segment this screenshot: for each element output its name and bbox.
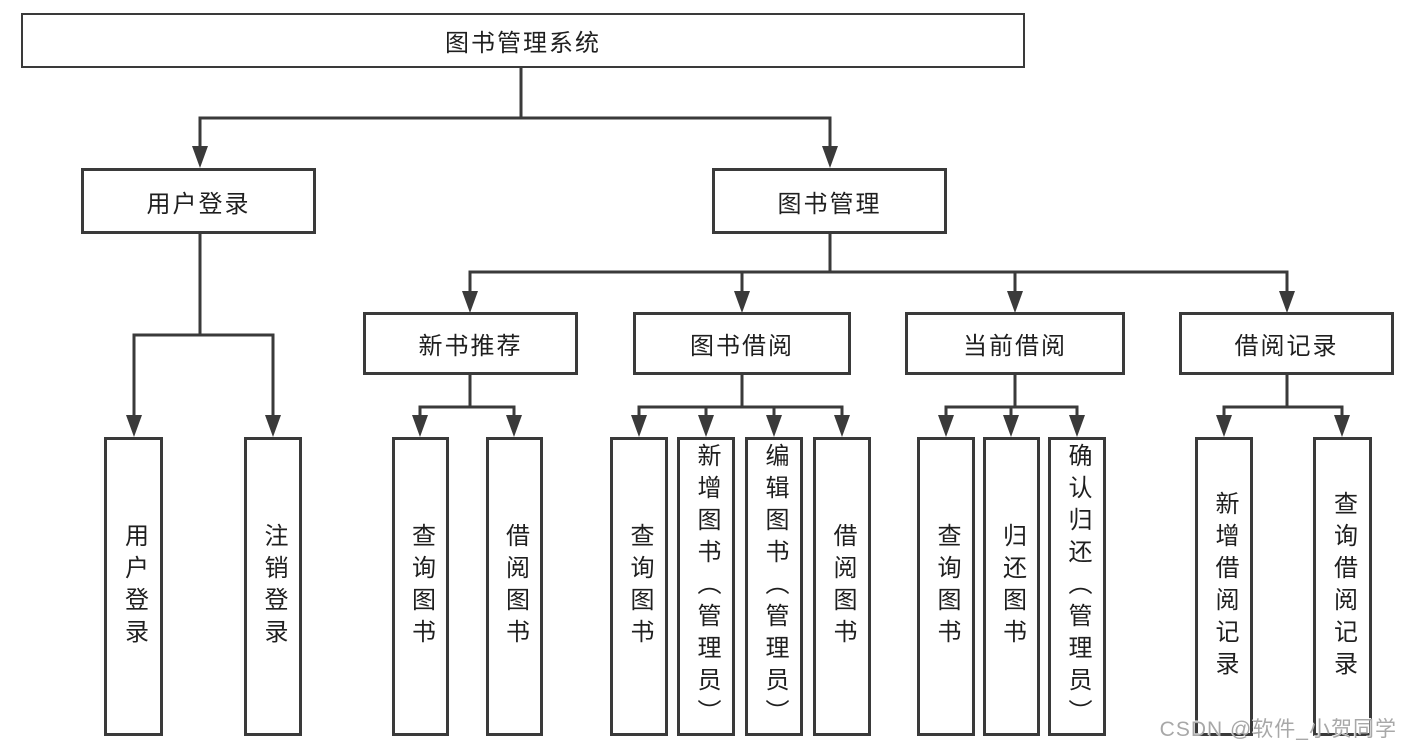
leaf-recommend-borrow-books-label: 借阅图书: [501, 522, 529, 651]
leaf-return-book-label: 归还图书: [998, 522, 1026, 651]
node-new-book-recommend: 新书推荐: [363, 312, 578, 375]
leaf-borrow-query-books-label: 查询图书: [626, 522, 653, 651]
leaf-borrow-books: 借阅图书: [813, 437, 871, 736]
leaf-confirm-return-admin-label: 确认归还（管理员）: [1064, 442, 1091, 731]
leaf-add-book-admin-label: 新增图书（管理员）: [693, 442, 720, 731]
leaf-current-query-books-label: 查询图书: [933, 522, 960, 651]
leaf-confirm-return-admin: 确认归还（管理员）: [1048, 437, 1106, 736]
leaf-logout-login: 注销登录: [244, 437, 302, 736]
node-root: 图书管理系统: [21, 13, 1025, 68]
leaf-add-book-admin: 新增图书（管理员）: [677, 437, 735, 736]
node-book-borrow-label: 图书借阅: [690, 333, 794, 360]
leaf-edit-book-admin: 编辑图书（管理员）: [745, 437, 803, 736]
node-borrow-records: 借阅记录: [1179, 312, 1394, 375]
leaf-user-login-label: 用户登录: [120, 522, 148, 651]
node-current-borrow: 当前借阅: [905, 312, 1125, 375]
node-new-book-recommend-label: 新书推荐: [418, 333, 523, 360]
node-root-label: 图书管理系统: [445, 30, 601, 57]
leaf-recommend-query-books: 查询图书: [392, 437, 449, 736]
node-book-management-label: 图书管理: [777, 190, 882, 218]
node-book-management: 图书管理: [712, 168, 947, 234]
arrowheads: [126, 146, 1350, 437]
leaf-return-book: 归还图书: [983, 437, 1040, 736]
leaf-recommend-borrow-books: 借阅图书: [486, 437, 543, 736]
leaf-logout-login-label: 注销登录: [260, 522, 287, 651]
csdn-watermark: CSDN @软件_小贺同学: [1159, 718, 1397, 741]
node-user-login-label: 用户登录: [146, 190, 251, 218]
leaf-borrow-query-books: 查询图书: [610, 437, 668, 736]
leaf-add-borrow-record: 新增借阅记录: [1195, 437, 1253, 736]
tree-edges: [132, 68, 1344, 420]
leaf-query-borrow-record: 查询借阅记录: [1313, 437, 1372, 736]
leaf-query-borrow-record-label: 查询借阅记录: [1329, 490, 1357, 683]
leaf-user-login: 用户登录: [104, 437, 163, 736]
leaf-add-borrow-record-label: 新增借阅记录: [1211, 490, 1238, 683]
leaf-recommend-query-books-label: 查询图书: [407, 522, 435, 651]
node-current-borrow-label: 当前借阅: [963, 333, 1067, 360]
leaf-edit-book-admin-label: 编辑图书（管理员）: [761, 442, 788, 731]
node-user-login: 用户登录: [81, 168, 316, 234]
leaf-current-query-books: 查询图书: [917, 437, 975, 736]
leaf-borrow-books-label: 借阅图书: [829, 522, 856, 651]
node-book-borrow: 图书借阅: [633, 312, 851, 375]
node-borrow-records-label: 借阅记录: [1234, 333, 1339, 360]
